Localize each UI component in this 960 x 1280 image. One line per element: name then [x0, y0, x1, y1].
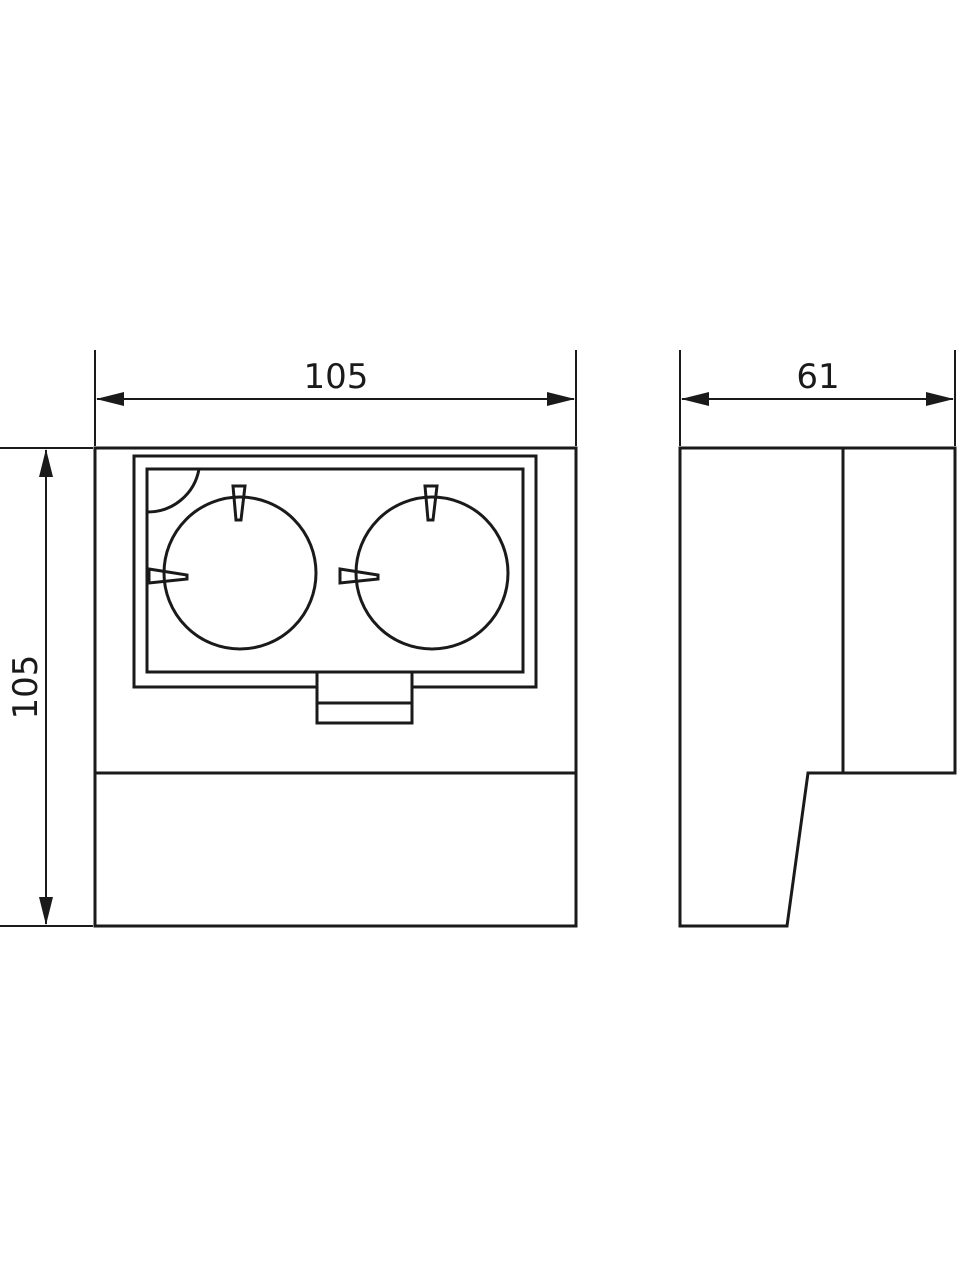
arrowhead-right — [926, 392, 954, 406]
side-housing-outline — [678, 446, 957, 928]
socket-right-earth-clip-left — [338, 567, 380, 585]
socket-left-earth-clip-left — [147, 567, 189, 585]
side-view — [678, 446, 957, 928]
latch — [315, 672, 414, 723]
arrowhead-right — [547, 392, 575, 406]
dimension-front-width-label: 105 — [304, 357, 369, 397]
dimension-front-width: 105 — [94, 350, 577, 446]
socket-right-earth-clip-top — [423, 484, 439, 522]
arrowhead-bottom — [39, 897, 53, 925]
socket-panel-inner-frame — [145, 467, 525, 674]
socket-left-earth-clip-top — [231, 484, 247, 522]
dimension-height-label: 105 — [6, 655, 46, 720]
front-housing-outline — [93, 446, 578, 928]
arrowhead-left — [681, 392, 709, 406]
dimension-side-depth: 61 — [679, 350, 956, 446]
socket-left-face — [162, 495, 318, 651]
front-view — [93, 446, 578, 928]
arrowhead-left — [96, 392, 124, 406]
socket-right — [338, 484, 510, 651]
dimension-height: 105 — [0, 447, 93, 927]
socket-left — [147, 484, 318, 651]
socket-panel-frame — [132, 454, 538, 725]
arrowhead-top — [39, 449, 53, 477]
dimension-side-depth-label: 61 — [796, 357, 839, 397]
corner-arc — [146, 468, 201, 514]
